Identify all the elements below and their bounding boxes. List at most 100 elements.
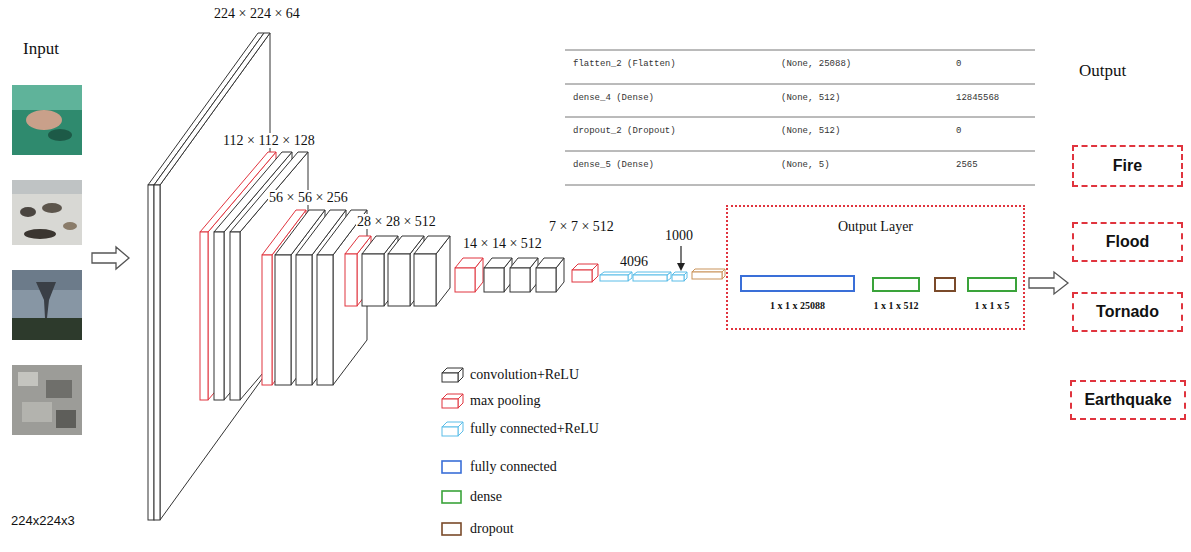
slab-top [442, 422, 463, 427]
pool-layer [455, 258, 483, 292]
swatch-cube [442, 422, 463, 436]
slab-front [214, 232, 224, 400]
class-name: Fire [1113, 157, 1142, 175]
slab-front [692, 272, 722, 279]
table-cell: 0 [955, 60, 962, 70]
legend-row: max pooling [440, 392, 540, 410]
table-rule [565, 151, 1035, 152]
slab-top [442, 368, 463, 373]
slab-front [200, 232, 208, 400]
pointer-line [680, 246, 681, 264]
slab-top [536, 258, 564, 268]
slab-front [262, 255, 272, 385]
legend-text: dropout [470, 521, 514, 537]
swatch-cube [442, 394, 463, 408]
slab-front [388, 254, 410, 306]
table-cell: 2565 [955, 161, 979, 171]
class-name: Earthquake [1084, 391, 1171, 409]
slab-front [414, 254, 436, 306]
photo [48, 129, 72, 141]
class-box: Tornado [1072, 292, 1183, 332]
slab-top [484, 258, 512, 268]
table-cell: dense_5 (Dense) [572, 161, 655, 171]
slab-front [442, 427, 458, 436]
slab-top [572, 264, 598, 270]
group-title: Output Layer [728, 219, 1023, 235]
slab-front [362, 254, 384, 306]
table-rule [565, 117, 1035, 118]
pool-layer [572, 264, 598, 282]
swatch-box [442, 491, 461, 503]
conv-layer [536, 258, 564, 292]
slab-front [455, 268, 475, 292]
layer-bar: 1 x 1 x 25088 [740, 275, 855, 292]
fc-layer [692, 269, 725, 279]
slab-front [510, 268, 530, 292]
photo [26, 110, 62, 130]
slab-front [572, 270, 592, 282]
slab-front [442, 373, 458, 382]
table-rule [565, 50, 1035, 51]
table-cell: (None, 512) [780, 94, 841, 104]
class-name: Flood [1106, 233, 1150, 251]
legend-row: dropout [440, 520, 514, 538]
dimension-label: 56 × 56 × 256 [268, 190, 349, 205]
input-image [12, 85, 82, 155]
conv-layer [414, 236, 450, 306]
legend-row: convolution+ReLU [440, 366, 579, 384]
dimension-label: 112 × 112 × 128 [222, 133, 316, 148]
table-cell: flatten_2 (Flatten) [572, 60, 677, 70]
legend-text: fully connected+ReLU [470, 421, 599, 437]
layer-size: 1 x 1 x 5 [975, 300, 1010, 311]
dimension-label: 4096 [619, 254, 649, 269]
table-cell: 12845568 [955, 94, 1000, 104]
legend-swatch [440, 520, 464, 538]
slab-front [345, 254, 357, 306]
table-rule [565, 50, 1035, 185]
slab-front [275, 255, 291, 385]
class-name: Tornado [1096, 303, 1159, 321]
slab-top [455, 258, 483, 268]
table-cell: 0 [955, 127, 962, 137]
photo [12, 85, 82, 155]
legend-swatch [440, 488, 464, 506]
swatch-box [442, 461, 461, 473]
class-box: Earthquake [1070, 380, 1186, 420]
input-image [12, 365, 82, 435]
slab-front [148, 185, 154, 520]
table-rule [565, 185, 1035, 186]
slab-top [442, 394, 463, 399]
input-size: 224x224x3 [10, 514, 76, 528]
slab-front [230, 232, 240, 400]
legend-swatch [440, 366, 464, 384]
input-image [12, 270, 82, 340]
fc-layer [600, 272, 632, 281]
table-cell: dense_4 (Dense) [572, 94, 655, 104]
slab-front [317, 255, 333, 385]
slab-front [672, 275, 684, 281]
photo [18, 372, 38, 386]
layer-size: 1 x 1 x 512 [874, 300, 919, 311]
legend-swatch [440, 392, 464, 410]
legend-text: dense [470, 489, 502, 505]
slab-front [633, 275, 667, 281]
slab-front [600, 275, 628, 281]
slab-front [154, 185, 160, 520]
slab-top [154, 33, 270, 185]
section-title: Input [22, 40, 60, 59]
legend-row: fully connected [440, 458, 557, 476]
layer-bar: 1 x 1 x 512 [872, 277, 920, 292]
table-rule [565, 84, 1035, 85]
legend-swatch [440, 420, 464, 438]
photo [20, 207, 36, 217]
legend-text: convolution+ReLU [470, 367, 579, 383]
swatch-box [442, 523, 461, 535]
dropout-box [934, 277, 956, 292]
table-cell: dropout_2 (Dropout) [572, 127, 677, 137]
input-image [12, 180, 82, 245]
hollow-arrow [1029, 272, 1068, 294]
legend-text: max pooling [470, 393, 540, 409]
class-box: Flood [1072, 222, 1183, 262]
slab-front [536, 268, 556, 292]
